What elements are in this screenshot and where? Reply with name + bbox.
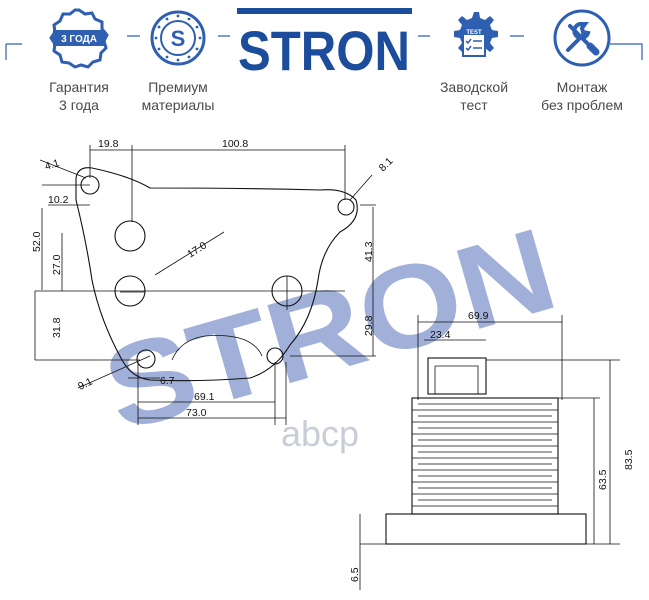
- dim-4-1: 4.1: [43, 157, 61, 173]
- feature-caption-warranty: Гарантия 3 года: [49, 79, 109, 113]
- premium-badge-text: S: [171, 26, 186, 51]
- dim-9-1: 9.1: [76, 376, 94, 393]
- warranty-badge-icon: 3 ГОДА: [49, 8, 109, 69]
- feature-easy-install: Монтаж без проблем: [527, 6, 637, 113]
- dim-69-1: 69.1: [194, 391, 215, 403]
- dim-69-9: 69.9: [468, 310, 489, 322]
- top-view: [34, 145, 376, 425]
- dim-100-8: 100.8: [222, 138, 248, 150]
- watermark-site: аbcp: [281, 413, 359, 454]
- watermark: STRON аbcp: [91, 203, 570, 457]
- dim-17-0: 17.0: [185, 239, 209, 260]
- feature-caption-easy-install: Монтаж без проблем: [541, 79, 623, 113]
- brand-name: STRON: [238, 19, 410, 78]
- technical-drawing: STRON аbcp: [31, 138, 635, 590]
- header-frame: [5, 35, 643, 60]
- side-view: [359, 315, 620, 590]
- feature-premium: S Премиум материалы: [123, 6, 233, 113]
- dim-19-8: 19.8: [98, 138, 119, 150]
- premium-materials-icon: S: [150, 10, 206, 66]
- stron-logo: STRON: [237, 8, 412, 78]
- dim-6-7: 6.7: [160, 375, 175, 387]
- dim-52-0: 52.0: [31, 231, 43, 252]
- dim-83-5: 83.5: [623, 449, 635, 470]
- warranty-badge-text: 3 ГОДА: [61, 34, 97, 45]
- dim-73-0: 73.0: [186, 407, 207, 419]
- feature-caption-premium: Премиум материалы: [141, 79, 215, 113]
- dim-8-1: 8.1: [377, 155, 396, 174]
- feature-factory-test: TEST Заводской тест: [419, 6, 529, 113]
- dim-10-2: 10.2: [48, 194, 69, 206]
- dim-6-5: 6.5: [349, 567, 361, 582]
- dim-31-8: 31.8: [51, 317, 63, 338]
- feature-warranty: 3 ГОДА Гарантия 3 года: [24, 6, 134, 113]
- dim-29-8: 29.8: [363, 315, 375, 336]
- dim-23-4: 23.4: [430, 329, 451, 341]
- dim-41-3: 41.3: [363, 241, 375, 262]
- feature-caption-factory-test: Заводской тест: [439, 79, 509, 113]
- dim-63-5: 63.5: [597, 469, 609, 490]
- test-badge-text: TEST: [466, 30, 482, 36]
- tools-icon: [553, 9, 611, 67]
- dim-27-0: 27.0: [51, 254, 63, 275]
- factory-test-icon: TEST: [454, 12, 498, 57]
